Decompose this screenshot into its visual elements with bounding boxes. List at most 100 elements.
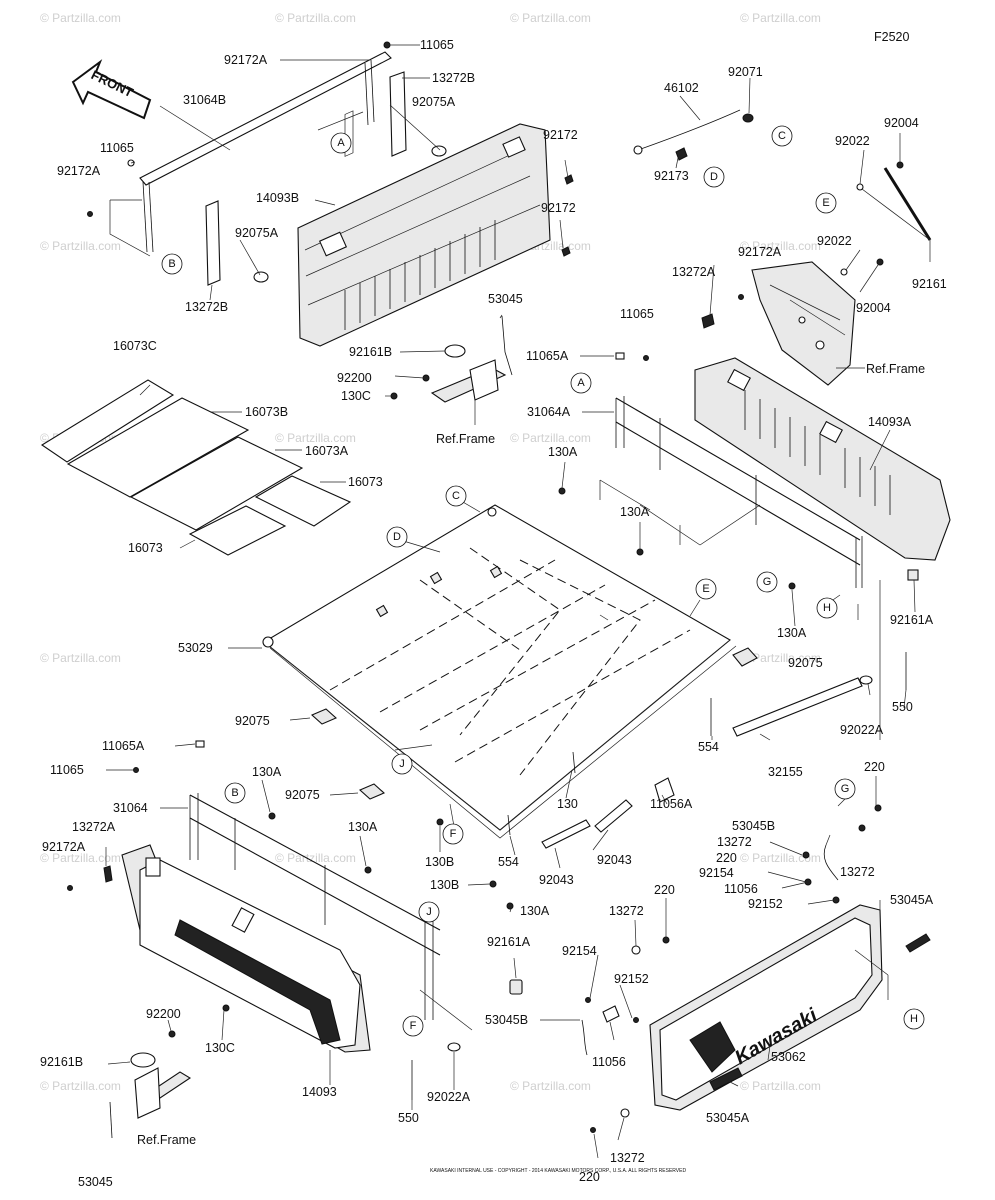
nut-11065a [195,740,205,748]
part-label: 92022 [835,134,870,148]
part-label: 130B [430,878,459,892]
rod-32155 [732,652,907,737]
part-label: 92022A [427,1090,471,1104]
part-label: 11065 [50,763,84,777]
rail-31064a [599,396,863,588]
bolt-130a [268,812,276,820]
watermark: © Partzilla.com [510,1079,591,1093]
bolt-92172a [67,885,73,891]
ref-frame-labels: Ref.Frame Ref.Frame Ref.Frame [137,362,925,1147]
callout-circle: E [695,578,717,600]
part-label: 130A [348,820,378,834]
part-label: 130C [205,1041,235,1055]
watermark: © Partzilla.com [740,651,821,665]
bumper-92075 [358,783,386,800]
bracket-13272a [103,865,113,883]
svg-text:E: E [822,197,829,209]
part-label: 92161A [890,613,934,627]
part-label: 53045 [488,292,523,306]
svg-text:A: A [337,137,345,149]
part-label: 11065 [100,141,134,155]
part-label: 92172 [543,128,578,142]
callout-circle: H [816,597,838,619]
part-label: 16073B [245,405,288,419]
part-label: 13272B [432,71,475,85]
part-label: 92075 [285,788,320,802]
part-label: 130C [341,389,371,403]
part-label: 31064B [183,93,226,107]
front-arrow-icon: FRONT [71,59,152,120]
bracket-13272b [205,71,407,286]
grommet-92075a [253,271,269,283]
callout-circle: A [330,132,352,154]
svg-text:G: G [763,576,772,588]
bolt-130b [489,880,497,888]
part-labels: 11065 92172A 13272B 31064B 92075A 11065 … [40,38,947,1189]
part-label: 92172A [42,840,86,854]
part-label: 13272 [717,835,752,849]
part-label: 53045 [78,1175,113,1189]
part-label: 92172A [224,53,268,67]
bolt-130 [572,751,576,774]
callout-circle: B [161,253,183,275]
callout-circle: G [834,778,856,800]
part-label: 92075A [412,95,456,109]
part-label: 11065 [620,307,654,321]
watermark: © Partzilla.com [275,431,356,445]
pin-554 [507,814,511,836]
watermark: © Partzilla.com [40,651,121,665]
part-label: 92043 [597,853,632,867]
part-label: 130A [520,904,550,918]
part-label: 92043 [539,873,574,887]
part-label: 92152 [614,972,649,986]
cable-46102 [633,109,754,161]
latch-53045-upper [430,315,513,403]
svg-text:F: F [450,828,457,840]
latch-53045-lower [109,1004,230,1139]
part-label: 554 [498,855,519,869]
svg-text:B: B [168,258,175,270]
part-label: 13272B [185,300,228,314]
part-label: 46102 [664,81,699,95]
watermark: © Partzilla.com [40,11,121,25]
part-label: 14093A [868,415,912,429]
svg-text:H: H [910,1013,918,1025]
part-label: 92154 [562,944,597,958]
pin-92043 [541,819,591,849]
part-label: 92022A [840,723,884,737]
callout-circle: F [442,823,464,845]
upper-rail-31064b [109,51,392,257]
bumper-92075 [732,647,758,667]
svg-text:G: G [841,783,850,795]
bolt-130a [558,487,566,495]
part-label: 31064A [527,405,571,419]
callout-circle: A [570,372,592,394]
pin-92043 [594,799,633,833]
washer-92022a [447,1042,461,1052]
part-label: 220 [654,883,675,897]
part-label: 220 [579,1170,600,1184]
part-label: 92200 [146,1007,181,1021]
bracket-11056a [654,777,675,803]
watermark: © Partzilla.com [40,1079,121,1093]
part-label: 16073 [128,541,163,555]
part-label: 53045B [732,819,775,833]
part-label: 16073 [348,475,383,489]
part-label: 31064 [113,801,148,815]
part-label: 92172A [57,164,101,178]
panel-14093b [297,110,551,347]
svg-text:C: C [778,130,786,142]
part-label: 11065 [420,38,454,52]
watermark: © Partzilla.com [510,431,591,445]
callout-circle: G [756,571,778,593]
callouts: A B C D E A C D E G H J F B J F G H [161,125,925,1037]
part-label: 11065A [526,349,569,363]
part-label: 11056 [724,882,758,896]
svg-text:D: D [393,531,401,543]
svg-text:J: J [399,758,405,770]
part-label: 92075 [788,656,823,670]
bolt-92172a [738,294,744,300]
ref-frame-label: Ref.Frame [866,362,925,376]
part-label: 11056 [592,1055,626,1069]
part-label: 92161B [349,345,392,359]
